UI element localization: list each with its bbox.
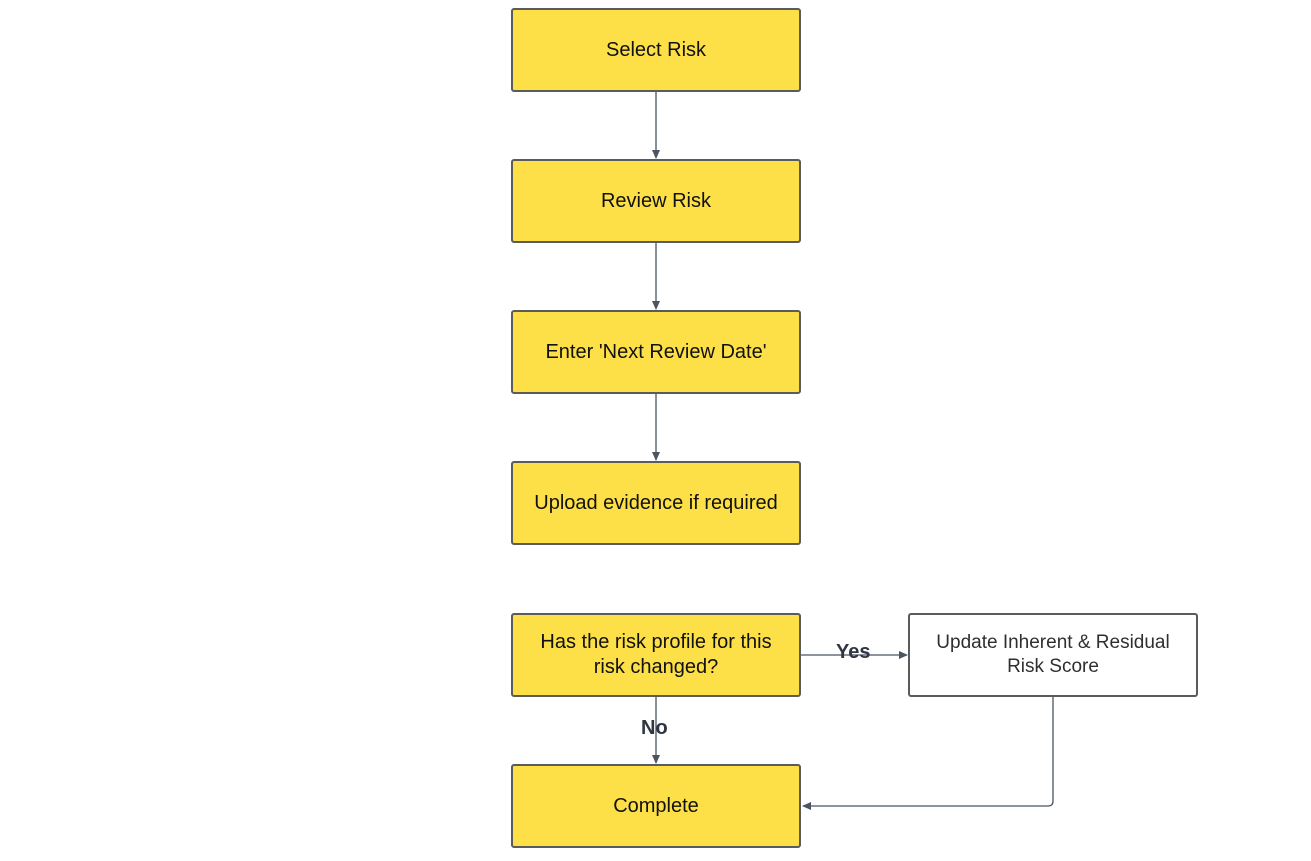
node-select-risk[interactable]: Select Risk bbox=[511, 8, 801, 92]
node-risk-profile-changed-decision[interactable]: Has the risk profile for this risk chang… bbox=[511, 613, 801, 697]
node-upload-evidence[interactable]: Upload evidence if required bbox=[511, 461, 801, 545]
node-update-risk-scores[interactable]: Update Inherent & Residual Risk Score bbox=[908, 613, 1198, 697]
connector-update-to-complete bbox=[802, 697, 1054, 810]
node-complete[interactable]: Complete bbox=[511, 764, 801, 848]
node-enter-next-review-date[interactable]: Enter 'Next Review Date' bbox=[511, 310, 801, 394]
edge-label-yes: Yes bbox=[836, 641, 871, 663]
node-review-risk[interactable]: Review Risk bbox=[511, 159, 801, 243]
edge-label-no: No bbox=[641, 717, 668, 739]
